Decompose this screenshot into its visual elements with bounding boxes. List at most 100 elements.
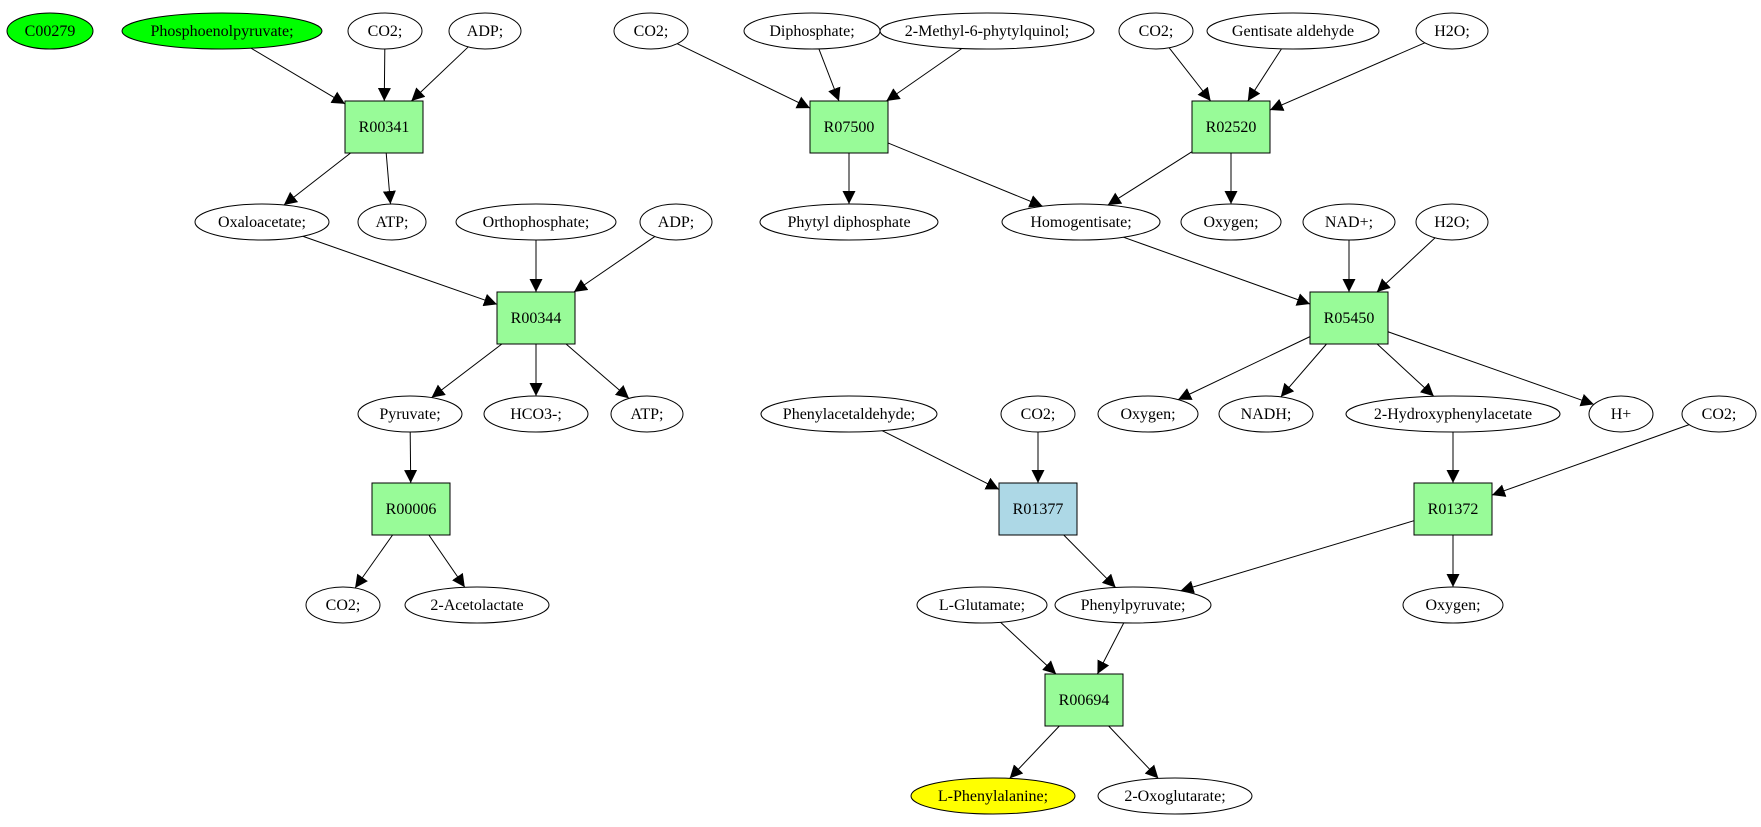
compound-node-pyruvate: Pyruvate; (357, 395, 463, 433)
compound-ellipse (1001, 203, 1161, 241)
compound-node-oxygen: Oxygen; (1180, 203, 1282, 241)
edge-R00344-to-atpb (565, 343, 630, 399)
node-label: H2O; (1434, 23, 1470, 40)
compound-node-phenylacetaldehyde: Phenylacetaldehyde; (760, 395, 938, 433)
compound-node-nadh: NADH; (1218, 395, 1314, 433)
edge-homo-to-R05450 (1123, 236, 1311, 306)
compound-node-adp: ADP; (448, 12, 522, 50)
edge-R05450-to-oxyb (1177, 336, 1311, 401)
edge-R05450-to-hplus (1387, 331, 1595, 407)
node-label: Diphosphate; (769, 23, 854, 40)
compound-ellipse (455, 203, 617, 241)
edge-h2oa-to-R02520 (1269, 42, 1426, 111)
compound-node-co2: CO2; (347, 12, 423, 50)
edge-R00006-to-acet (428, 534, 466, 588)
node-label: Gentisate aldehyde (1232, 23, 1354, 40)
compound-ellipse (121, 12, 323, 50)
compound-ellipse (1415, 12, 1489, 50)
reaction-node-r00341: R00341 (344, 100, 424, 154)
edge-h2ob-to-R05450 (1376, 237, 1436, 293)
node-label: Orthophosphate; (483, 214, 590, 231)
node-label: NAD+; (1325, 214, 1373, 231)
compound-ellipse (347, 12, 423, 50)
node-label: ADP; (467, 23, 503, 40)
compound-ellipse (1206, 12, 1380, 50)
reaction-node-r05450: R05450 (1309, 291, 1389, 345)
edge-co2a-to-R00341 (377, 48, 391, 102)
compound-ellipse (1000, 395, 1076, 433)
reaction-box (1413, 482, 1493, 536)
compound-node-gentisate-aldehyde: Gentisate aldehyde (1206, 12, 1380, 50)
node-label: H2O; (1434, 214, 1470, 231)
reaction-node-r01372: R01372 (1413, 482, 1493, 536)
edge-R05450-to-nadh (1280, 343, 1327, 398)
reaction-node-r00344: R00344 (496, 291, 576, 345)
node-label: CO2; (634, 23, 669, 40)
reaction-box (371, 482, 451, 536)
node-label: NADH; (1241, 406, 1292, 423)
compound-ellipse (194, 203, 330, 241)
edge-phpy-to-R00694 (1096, 622, 1125, 675)
edge-lglu-to-R00694 (1000, 621, 1057, 675)
node-label: L-Glutamate; (939, 597, 1025, 614)
compound-ellipse (639, 203, 713, 241)
compound-node-diphosphate: Diphosphate; (743, 12, 881, 50)
edge-co2c-to-R07500 (676, 43, 811, 109)
compound-ellipse (1180, 203, 1282, 241)
node-label: R02520 (1206, 119, 1257, 136)
node-label: 2-Oxoglutarate; (1124, 788, 1225, 805)
reaction-box (1191, 100, 1271, 154)
edge-pep-to-R00341 (250, 47, 346, 105)
compound-node-oxygen: Oxygen; (1097, 395, 1199, 433)
compound-ellipse (357, 203, 427, 241)
reaction-node-r01377: R01377 (998, 482, 1078, 536)
edge-diph-to-R07500 (818, 48, 841, 102)
node-label: 2-Hydroxyphenylacetate (1374, 406, 1532, 423)
compound-ellipse (610, 395, 684, 433)
compound-ellipse (760, 395, 938, 433)
compound-node-2-methyl-6-phytylquinol: 2-Methyl-6-phytylquinol; (879, 12, 1095, 50)
edge-co2f-to-R01372 (1491, 424, 1690, 497)
node-label: R00344 (511, 310, 562, 327)
compound-ellipse (305, 586, 381, 624)
compound-ellipse (1588, 395, 1654, 433)
compound-ellipse (910, 777, 1076, 815)
compound-node-hco3: HCO3-; (483, 395, 589, 433)
reaction-box (344, 100, 424, 154)
compound-node-oxaloacetate: Oxaloacetate; (194, 203, 330, 241)
edge-layer (250, 42, 1690, 779)
node-label: CO2; (1021, 406, 1056, 423)
node-label: Phenylacetaldehyde; (783, 406, 915, 423)
compound-ellipse (1097, 777, 1253, 815)
node-label: R01377 (1013, 501, 1064, 518)
node-label: Oxygen; (1425, 597, 1480, 614)
compound-node-orthophosphate: Orthophosphate; (455, 203, 617, 241)
edge-R01372-to-phpy (1180, 520, 1415, 594)
node-label: C00279 (25, 23, 76, 40)
compound-node-2-acetolactate: 2-Acetolactate (404, 586, 550, 624)
node-label: Homogentisate; (1030, 214, 1131, 231)
edge-R05450-to-hpa (1376, 343, 1435, 397)
node-label: CO2; (368, 23, 403, 40)
edge-R00344-to-pyr (431, 343, 503, 399)
compound-node-homogentisate: Homogentisate; (1001, 203, 1161, 241)
node-label: ATP; (631, 406, 664, 423)
compound-ellipse (1302, 203, 1396, 241)
reaction-node-r00006: R00006 (371, 482, 451, 536)
edge-adpb-to-R00344 (573, 236, 656, 293)
compound-ellipse (916, 586, 1048, 624)
compound-ellipse (357, 395, 463, 433)
compound-ellipse (613, 12, 689, 50)
node-label: R05450 (1324, 310, 1375, 327)
compound-ellipse (1415, 203, 1489, 241)
node-label: R07500 (824, 119, 875, 136)
compound-node-h: H+ (1588, 395, 1654, 433)
node-label: R00006 (386, 501, 437, 518)
edge-mpq-to-R07500 (886, 48, 963, 102)
reaction-box (1044, 673, 1124, 727)
node-label: Oxygen; (1120, 406, 1175, 423)
reaction-box (1309, 291, 1389, 345)
reaction-box (998, 482, 1078, 536)
node-label: R00341 (359, 119, 410, 136)
